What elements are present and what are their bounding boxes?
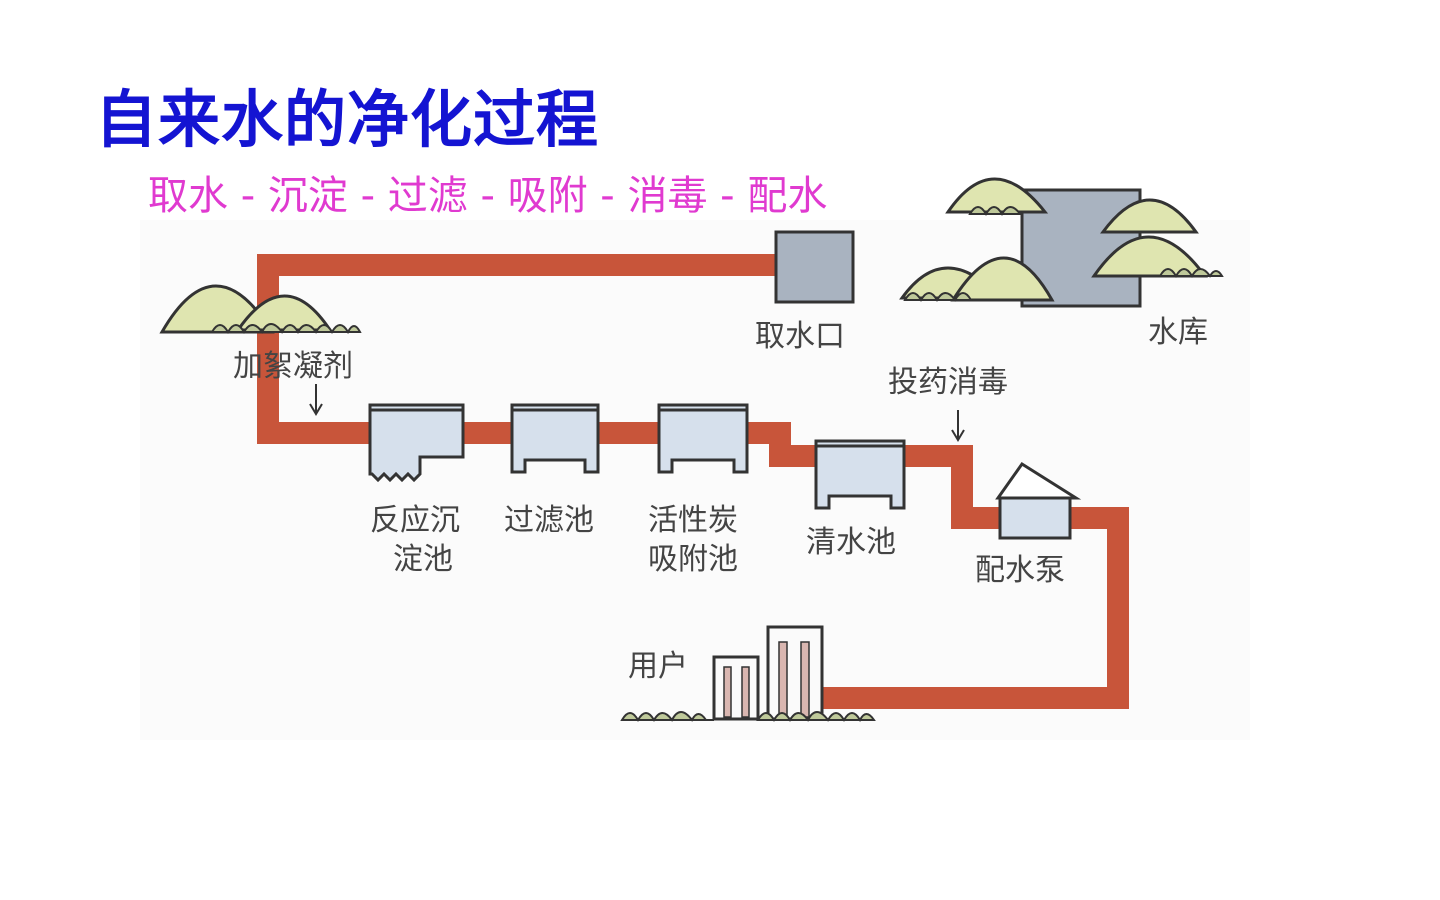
reservoir-hills: [899, 177, 1208, 302]
reservoir: [899, 177, 1224, 308]
hill-reservoir-5: [950, 256, 1055, 302]
shrub-users-left: [620, 711, 714, 723]
label-settling-line1: 反应沉: [370, 503, 460, 538]
process-steps: 取水 - 沉淀 - 过滤 - 吸附 - 消毒 - 配水: [148, 173, 828, 219]
building-2-window: [778, 641, 788, 718]
filter-tank: [510, 403, 600, 474]
shrub-r3: [903, 292, 973, 303]
clear-water-tank: [814, 439, 906, 510]
hill-reservoir-1: [945, 177, 1049, 214]
label-clear-water: 清水池: [806, 525, 896, 560]
coagulant-hills: [159, 284, 333, 334]
label-carbon-line1: 活性炭: [648, 503, 738, 538]
label-intake: 取水口: [755, 319, 845, 354]
page-title: 自来水的净化过程: [95, 83, 600, 156]
reservoir-shrubs: [903, 206, 1224, 303]
label-filter: 过滤池: [504, 503, 594, 538]
shrub-users-right: [756, 711, 876, 723]
shrub-left: [210, 323, 362, 335]
building-1-window: [723, 666, 732, 718]
label-reservoir: 水库: [1148, 315, 1208, 350]
settling-tank: [368, 403, 465, 483]
carbon-tank: [657, 403, 749, 474]
building-2-window: [800, 641, 810, 718]
label-carbon-line2: 吸附池: [648, 542, 738, 577]
pump-house: [995, 461, 1082, 540]
building-2: [766, 625, 824, 721]
label-coagulant: 加絮凝剂: [233, 349, 353, 384]
building-1: [712, 655, 760, 721]
coagulant-arrow: [309, 384, 323, 416]
label-disinfect: 投药消毒: [888, 365, 1008, 400]
label-pump: 配水泵: [975, 553, 1065, 588]
intake-box: [774, 230, 855, 304]
hill-reservoir-2: [1100, 198, 1199, 234]
label-settling-line2: 淀池: [393, 542, 453, 577]
building-1-window: [741, 666, 750, 718]
shrub-r2: [1158, 268, 1224, 279]
disinfect-arrow: [951, 410, 965, 442]
shrub-r1: [968, 206, 1022, 217]
label-users: 用户: [628, 649, 688, 684]
